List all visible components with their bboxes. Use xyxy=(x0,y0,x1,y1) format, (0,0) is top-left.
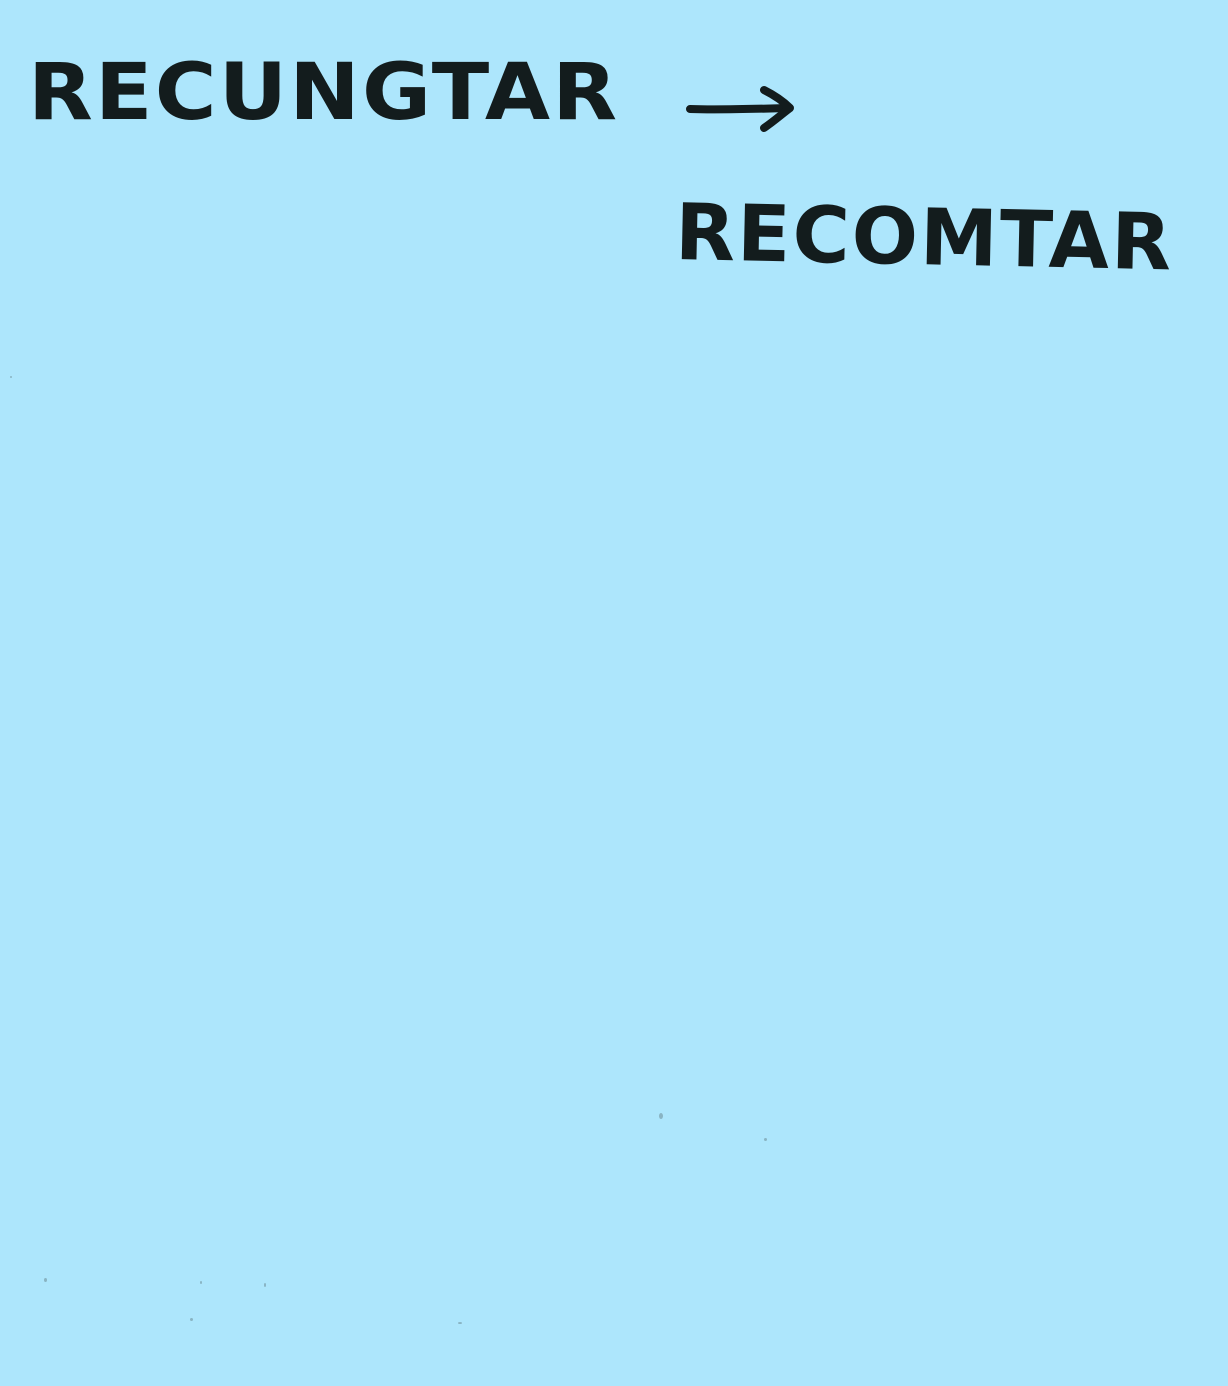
handwritten-word-original: RECUNGTAR xyxy=(28,48,620,138)
paper-speck xyxy=(200,1281,202,1284)
handwritten-word-corrected: RECOMTAR xyxy=(674,188,1175,289)
paper-speck xyxy=(458,1322,462,1324)
right-arrow-icon xyxy=(686,86,794,132)
paper-speck xyxy=(264,1283,266,1287)
paper-speck xyxy=(764,1138,767,1141)
paper-speck xyxy=(44,1278,47,1282)
paper-speck xyxy=(190,1318,193,1321)
paper-speck xyxy=(10,376,12,378)
paper-speck xyxy=(659,1113,663,1119)
